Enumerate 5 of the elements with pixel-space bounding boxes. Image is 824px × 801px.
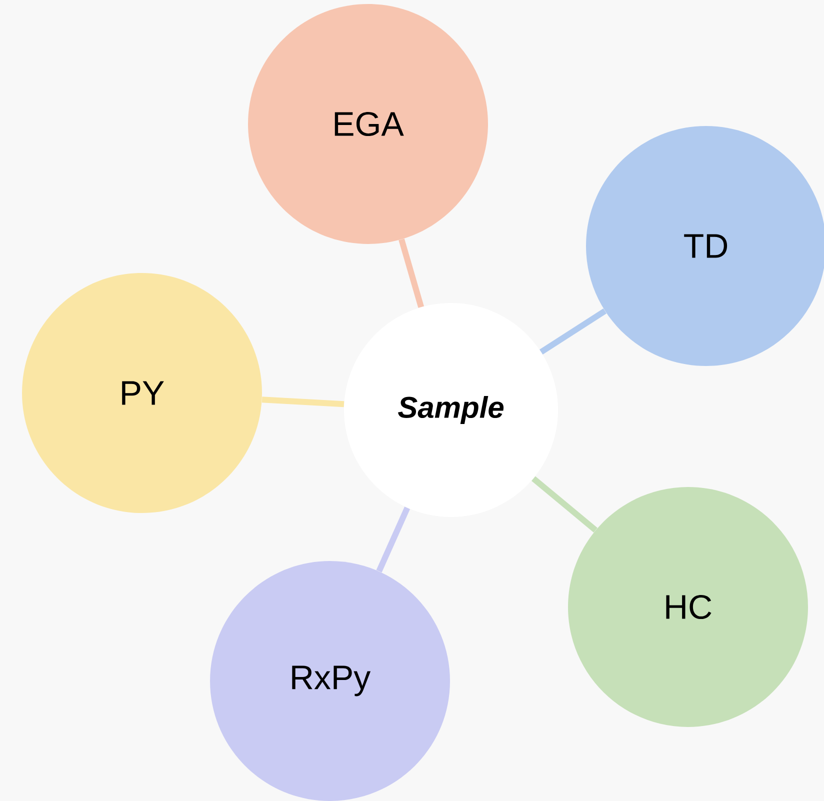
connector-line [398, 238, 424, 308]
connector-line [376, 506, 410, 572]
connector-line [262, 396, 344, 408]
connector-line [540, 308, 607, 355]
connector-line [532, 476, 598, 532]
